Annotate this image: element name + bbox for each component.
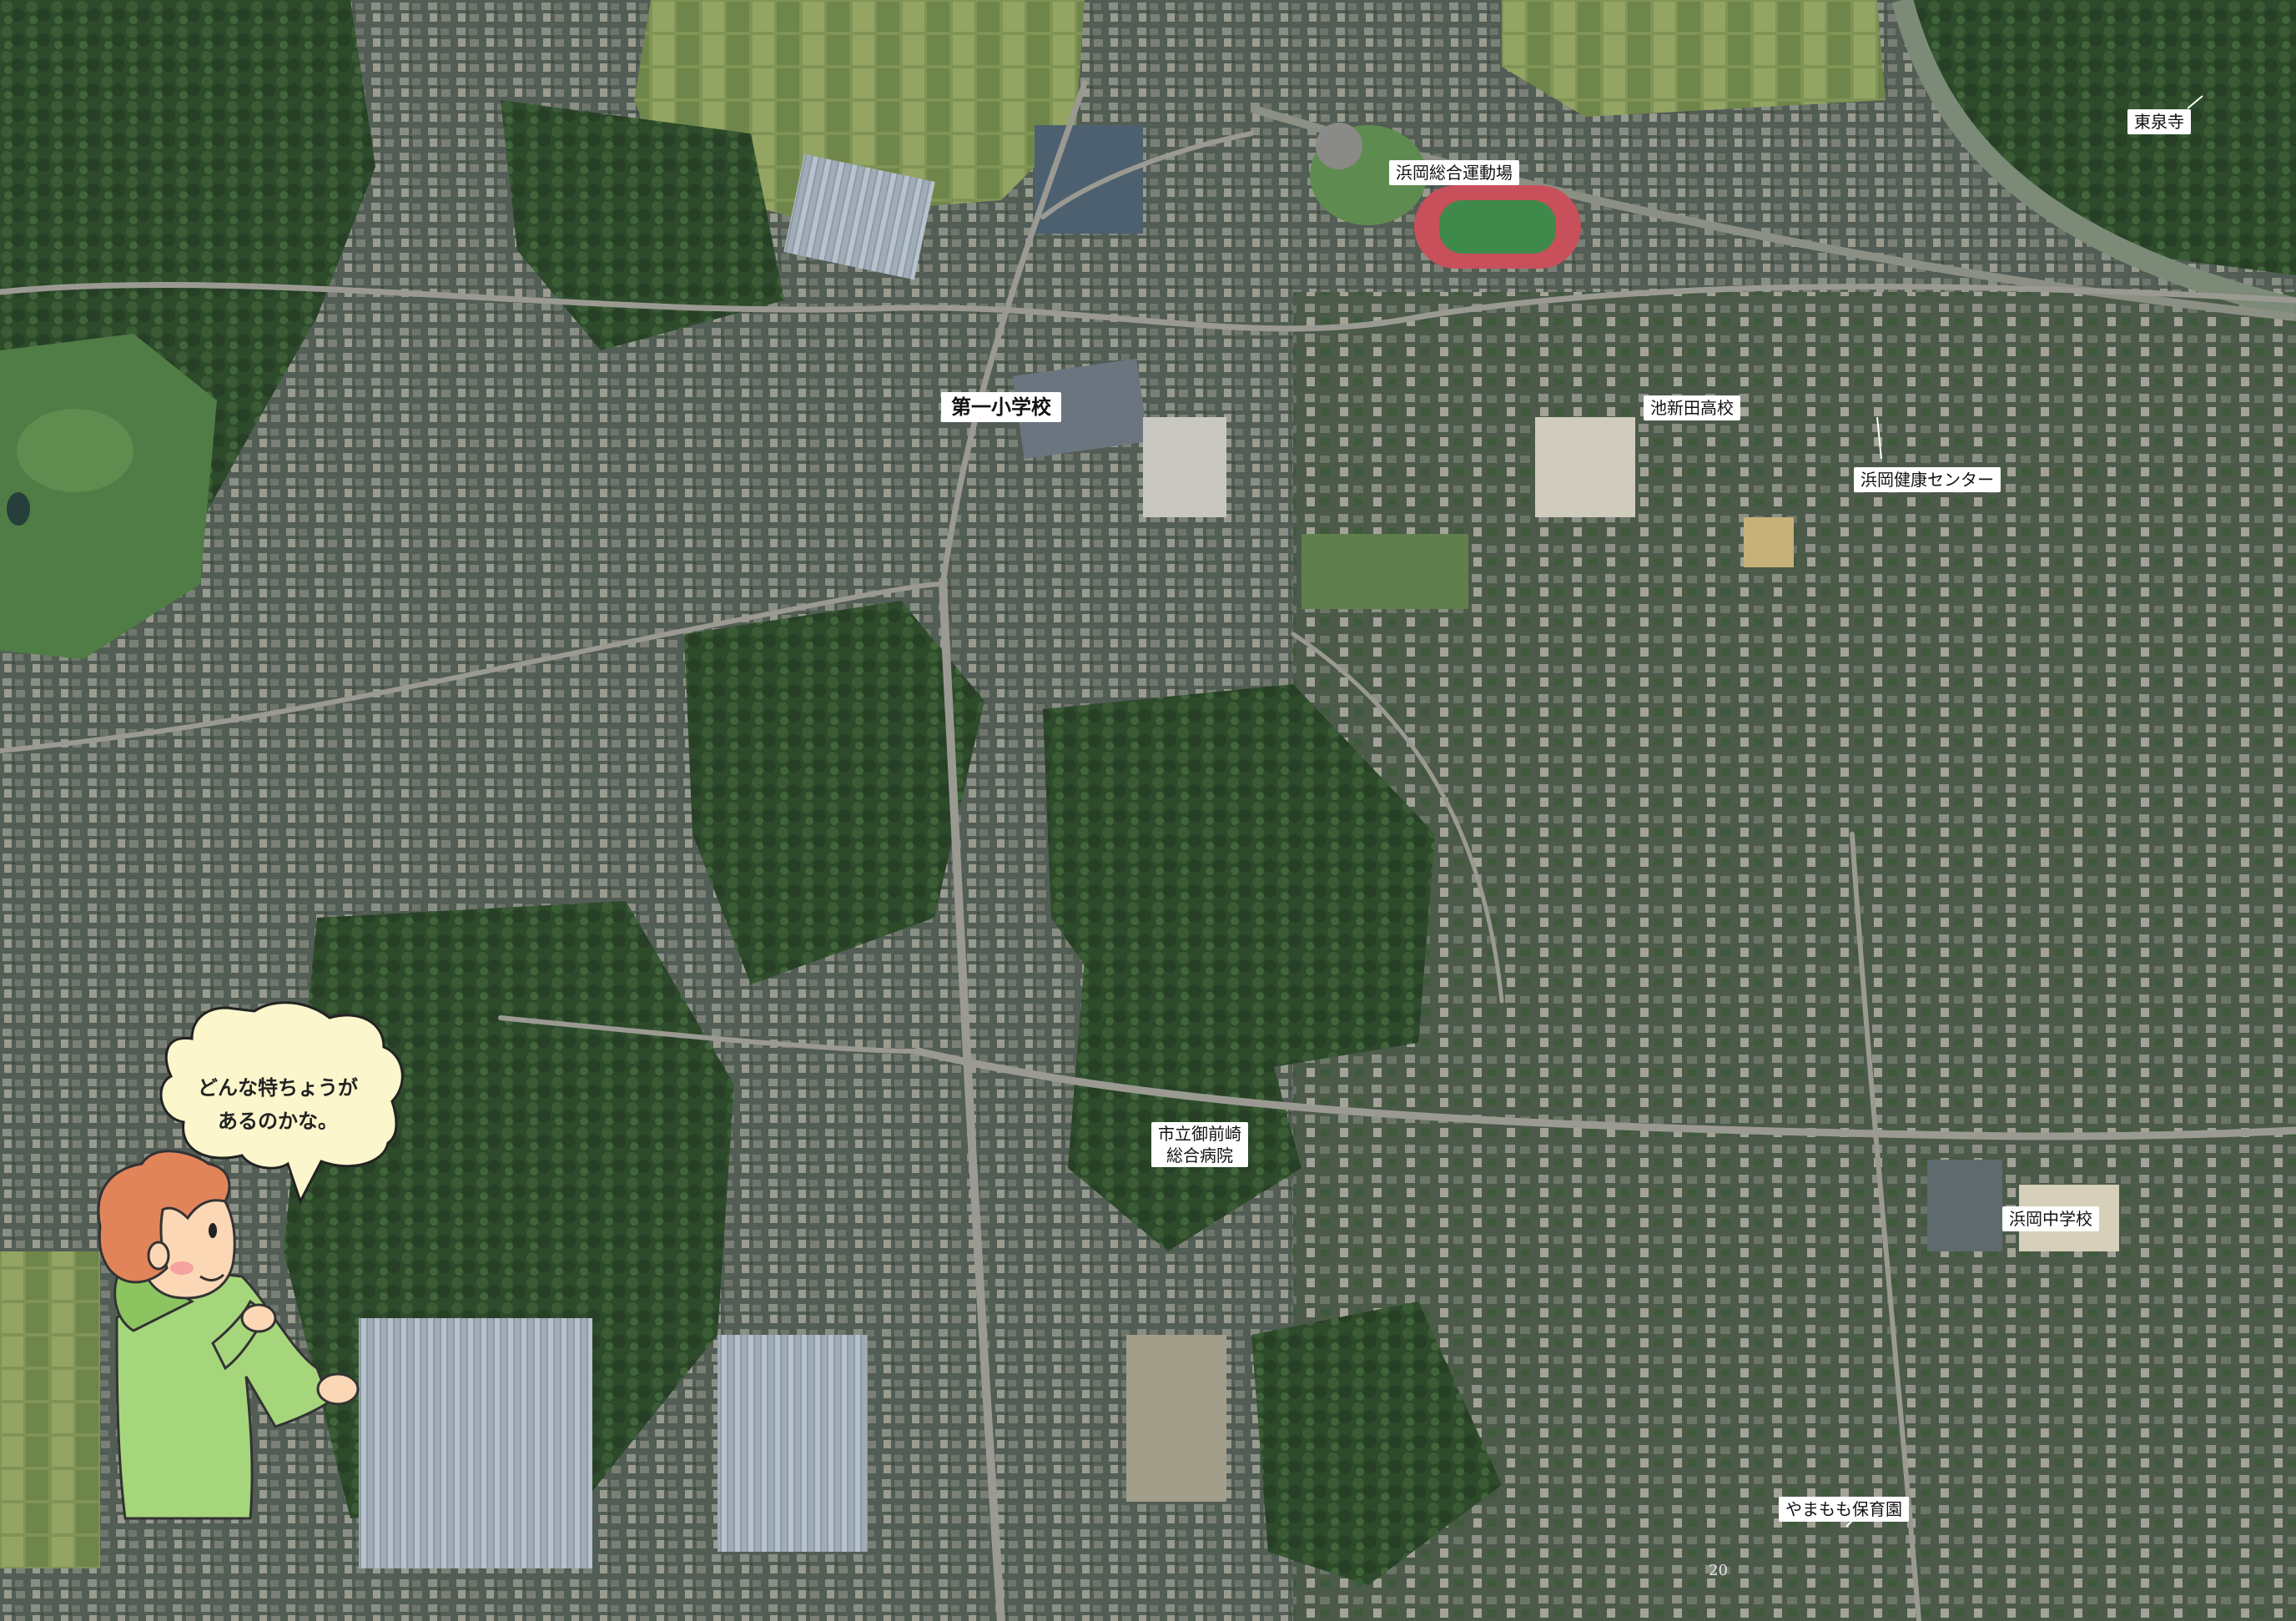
speech-bubble (159, 1001, 404, 1205)
boy-character (97, 1150, 360, 1520)
label-general-hospital-line2: 総合病院 (1166, 1145, 1233, 1165)
label-general-hospital-line1: 市立御前崎 (1158, 1124, 1241, 1144)
label-yamamomo-nursery: やまもも保育園 (1779, 1497, 1909, 1522)
stadium-track (1310, 123, 1581, 269)
label-ikeshinden-high: 池新田高校 (1644, 395, 1740, 420)
label-general-hospital: 市立御前崎 総合病院 (1151, 1122, 1248, 1167)
speech-line-1: どんな特ちょうが (198, 1076, 358, 1100)
label-hamaoka-junior-high: 浜岡中学校 (2002, 1206, 2099, 1231)
page-number: 20 (1709, 1562, 1728, 1579)
label-tosenji: 東泉寺 (2127, 109, 2191, 134)
speech-bubble-text: どんな特ちょうが あるのかな。 (174, 1071, 382, 1138)
label-hamaoka-stadium: 浜岡総合運動場 (1389, 160, 1519, 185)
label-daiichi-elementary: 第一小学校 (941, 392, 1061, 422)
label-health-center: 浜岡健康センター (1854, 467, 2001, 492)
speech-line-2: あるのかな。 (218, 1110, 338, 1133)
